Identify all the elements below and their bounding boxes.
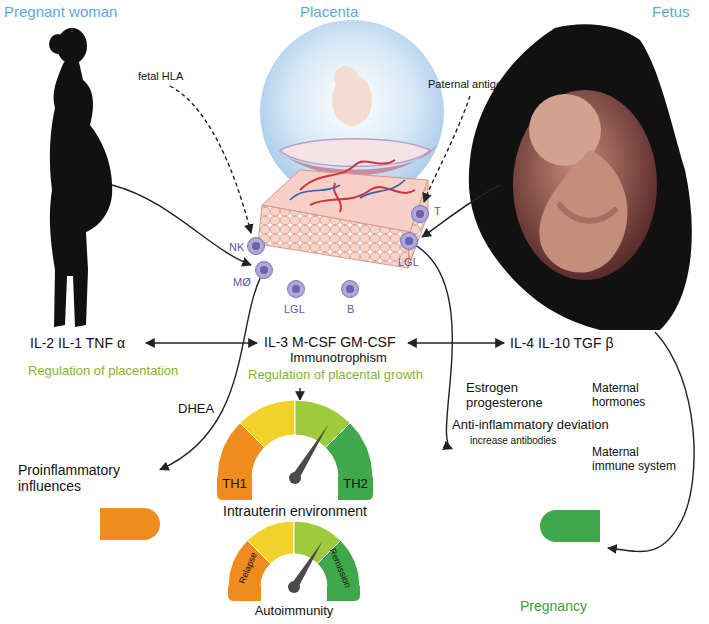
gauge-end-label: TH2 <box>338 477 373 492</box>
double-arrow <box>146 342 257 343</box>
uterus <box>280 139 430 167</box>
body <box>50 62 112 327</box>
outcome-heading: Anti-inflammatory deviation <box>452 418 609 433</box>
vessel <box>360 180 405 198</box>
label: Pregnant woman <box>4 3 117 20</box>
gauge-segment <box>325 423 373 478</box>
label: Regulation of placental growth <box>248 368 423 383</box>
label: Regulation of placentation <box>28 364 178 379</box>
immune-cell: LGL <box>400 232 418 250</box>
placenta-illustration <box>258 20 444 268</box>
anti-inflammatory-swatch <box>540 510 600 542</box>
gauge-caption: Intrauterin environment <box>185 503 405 519</box>
connectors <box>160 246 452 470</box>
maternal-arrow <box>608 332 694 551</box>
edge-label: Estrogen progesterone <box>464 381 558 411</box>
label: Maternal hormones <box>592 382 662 410</box>
label: Fetus <box>652 3 690 20</box>
slab-front <box>258 205 410 268</box>
slab-side <box>408 180 428 268</box>
edge-label: DHEA <box>176 402 216 417</box>
cell-label: B <box>347 303 354 316</box>
belly <box>469 24 692 330</box>
fetus-limb <box>560 205 615 221</box>
fetus-arrow <box>422 185 500 237</box>
label: IL-4 IL-10 TGF β <box>510 335 614 351</box>
connector <box>417 246 453 449</box>
label: IL-3 M-CSF GM-CSF <box>264 334 395 350</box>
dashed-arrow <box>170 86 251 233</box>
gauge: RelapseRemissionAutoimmunity <box>226 519 362 601</box>
fetus-body <box>539 150 627 273</box>
cell-label: T <box>434 205 441 218</box>
fetus-silhouette <box>469 24 692 330</box>
immune-cell: NK <box>247 237 265 255</box>
label: fetal HLA <box>138 70 183 83</box>
placenta-fetus-head <box>334 66 358 90</box>
immune-cell: B <box>341 280 359 298</box>
double-arrow <box>408 342 504 343</box>
cell-label: LGL <box>398 256 419 269</box>
vessel <box>300 160 395 190</box>
vessels <box>290 180 405 200</box>
gauge-hub <box>289 472 301 484</box>
gauge-segment <box>240 400 295 448</box>
cell-label: LGL <box>284 303 305 316</box>
immune-cell: MØ <box>255 261 273 279</box>
label: Pregnancy <box>520 598 587 614</box>
womb <box>513 90 657 280</box>
arrows <box>112 86 694 551</box>
arm <box>55 90 76 190</box>
gauge-needle <box>292 424 329 480</box>
hair <box>49 34 67 54</box>
woman-silhouette <box>49 28 112 327</box>
dashed-arrow <box>424 96 470 202</box>
vessel <box>290 185 340 200</box>
cell-label: MØ <box>233 276 251 289</box>
proinflammatory-swatch <box>100 508 160 540</box>
label: Placenta <box>300 3 358 20</box>
gauge-tab <box>338 477 373 500</box>
gauge-tab <box>217 477 252 500</box>
label: Maternal immune system <box>592 446 680 474</box>
outcome-box: Proinflammatory influences <box>18 462 160 540</box>
gauge-end-label: TH1 <box>217 477 252 492</box>
gauge: TH1TH2Intrauterin environment <box>215 398 375 500</box>
label: Paternal antigen? <box>428 78 514 91</box>
immune-cell: LGL <box>287 280 305 298</box>
vessels <box>300 160 415 212</box>
label: IL-2 IL-1 TNF α <box>30 335 125 351</box>
cell-label: NK <box>229 241 244 254</box>
woman-arrow <box>112 185 251 265</box>
gauge-caption: Autoimmunity <box>196 604 392 619</box>
label: Immunotrophism <box>290 351 387 366</box>
gauge-tab <box>228 586 261 601</box>
outcome-subheading: increase antibodies <box>470 435 556 447</box>
down-arrow <box>299 388 300 400</box>
gauge-hub <box>288 581 300 593</box>
outcome-box: Anti-inflammatory deviation increase anti… <box>452 418 609 542</box>
immune-cell: T <box>411 205 429 223</box>
outcome-heading: Proinflammatory influences <box>18 462 138 494</box>
